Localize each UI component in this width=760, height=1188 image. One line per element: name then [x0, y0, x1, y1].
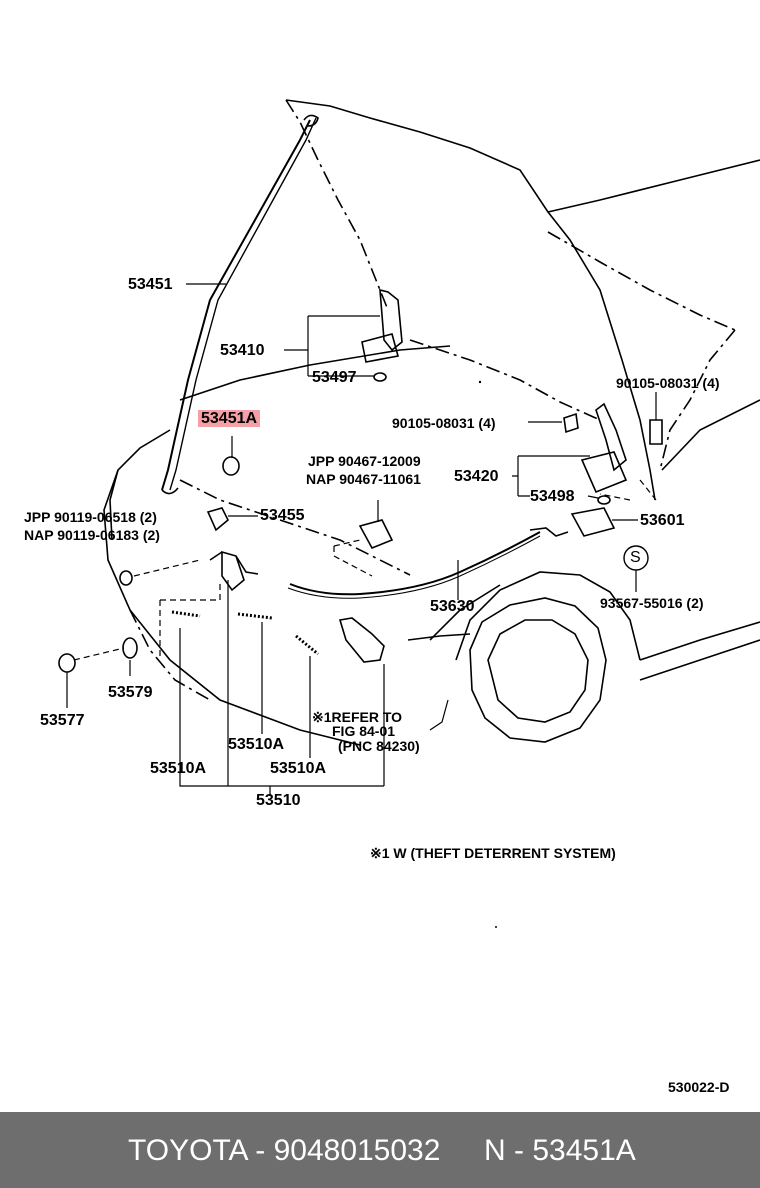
highlighted-part-number[interactable]: 53451A: [198, 410, 261, 427]
refer-line-3: (PNC 84230): [338, 738, 420, 754]
diagram-code: 530022-D: [668, 1079, 730, 1095]
label-jpp-90119: JPP 90119-06518 (2): [24, 509, 157, 525]
label-53510A-mid: 53510A: [228, 736, 285, 753]
label-53510: 53510: [256, 792, 301, 809]
label-53497: 53497: [312, 369, 357, 386]
refer-line-2: FIG 84-01: [332, 723, 396, 739]
label-53579: 53579: [108, 684, 153, 701]
label-53577: 53577: [40, 712, 85, 729]
theft-deterrent-note: ※1 W (THEFT DETERRENT SYSTEM): [370, 845, 616, 861]
label-53410: 53410: [220, 342, 265, 359]
label-53510A-left: 53510A: [150, 760, 207, 777]
label-53451: 53451: [128, 276, 173, 293]
part-info-footer: TOYOTA - 9048015032 N - 53451A: [0, 1112, 760, 1188]
label-jpp-90467: JPP 90467-12009: [308, 453, 421, 469]
label-53455: 53455: [260, 507, 305, 524]
pnc-code: N - 53451A: [484, 1134, 636, 1167]
s-mark: S: [630, 549, 641, 566]
label-53420: 53420: [454, 468, 499, 485]
brand-part-number: TOYOTA - 9048015032: [128, 1134, 441, 1167]
label-53630: 53630: [430, 598, 475, 615]
parts-diagram: [58, 99, 760, 928]
label-nap-90119: NAP 90119-06183 (2): [24, 527, 160, 543]
label-53510A-right: 53510A: [270, 760, 327, 777]
label-90105-left: 90105-08031 (4): [392, 415, 496, 431]
label-90105-right: 90105-08031 (4): [616, 375, 720, 391]
label-nap-90467: NAP 90467-11061: [306, 471, 421, 487]
label-53498: 53498: [530, 488, 575, 505]
label-93567: 93567-55016 (2): [600, 595, 704, 611]
refer-line-1: ※1REFER TO: [312, 709, 403, 725]
label-53451A[interactable]: 53451A: [198, 410, 261, 428]
label-53601: 53601: [640, 512, 685, 529]
